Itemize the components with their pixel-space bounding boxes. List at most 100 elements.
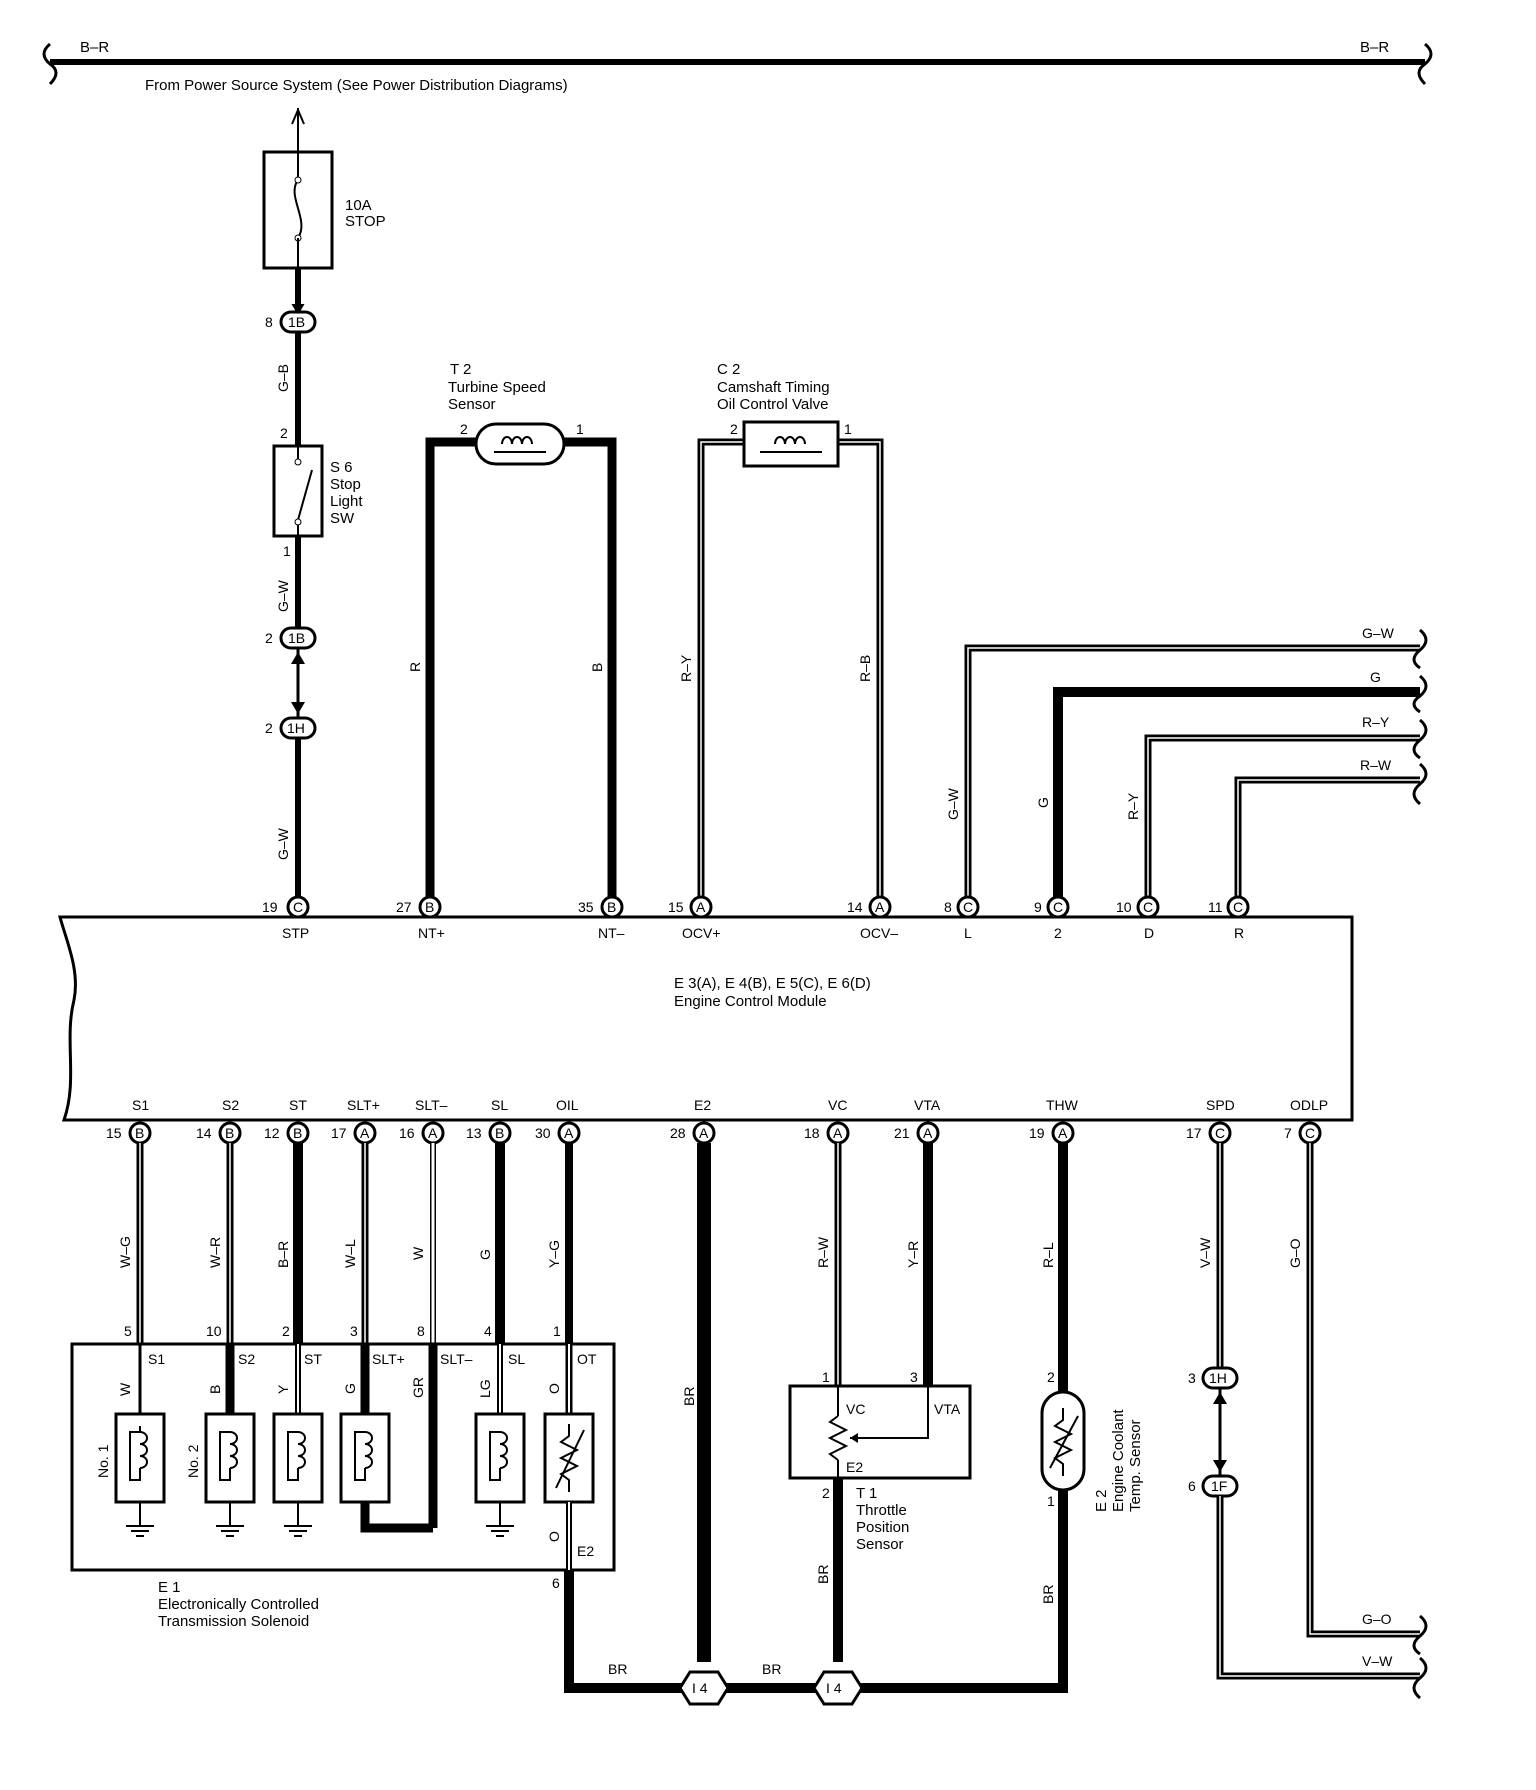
coolant-code: E 2 <box>1093 1489 1110 1512</box>
switch-line1: Stop <box>330 476 361 493</box>
tps-pin-1: 1 <box>822 1369 830 1385</box>
sol-e2-term: E2 <box>577 1543 594 1559</box>
wire-y-g: Y–G <box>546 1240 562 1268</box>
ecm-pin-sl-num: 13 <box>466 1125 482 1141</box>
solenoid-slt <box>339 1412 391 1504</box>
ecm-pin-st-term: ST <box>289 1097 307 1113</box>
ecm-pin-stp-term: STP <box>282 925 309 941</box>
tps-e2: E2 <box>846 1459 863 1475</box>
pin-2a: 2 <box>280 425 288 441</box>
right-wire-g-w: G–W <box>1362 625 1395 641</box>
ecm-pin-e2-conn: A <box>699 1125 709 1141</box>
camshaft-valve: C 2 Camshaft Timing Oil Control Valve 2 … <box>678 361 884 898</box>
tps-vc: VC <box>846 1401 865 1417</box>
ecm-pin-sl-term: SL <box>491 1097 508 1113</box>
coolant-temp-sensor: R–L 2 1 E 2 Engine Coolant Temp. Sensor <box>1040 1143 1144 1512</box>
ecm-pin-e2-num: 28 <box>670 1125 686 1141</box>
ecm-pin-odlp-num: 7 <box>1284 1125 1292 1141</box>
pin-2b: 2 <box>265 630 273 646</box>
stop-circuit: 10A STOP 1B 8 G–B 2 S 6 Stop Light SW 1 … <box>262 107 386 898</box>
sol-wire-w: W <box>117 1382 133 1396</box>
ground-br-5: BR <box>1040 1585 1056 1604</box>
connector-1b-label: 1B <box>288 314 305 330</box>
tps-vta: VTA <box>934 1401 961 1417</box>
ecm-pin-s2-term: S2 <box>222 1097 239 1113</box>
coolant-line2: Temp. Sensor <box>1127 1419 1144 1512</box>
coil-icon <box>139 1431 148 1469</box>
cam-valve-body <box>742 420 840 468</box>
ecm-pin-sltp-term: SLT+ <box>347 1097 380 1113</box>
tps-code: T 1 <box>856 1485 877 1502</box>
ecm-pin-d-num: 10 <box>1116 899 1132 915</box>
ecm-pin-d-term: D <box>1144 925 1154 941</box>
ecm-pin-sltp-num: 17 <box>331 1125 347 1141</box>
junction-i4-b: I 4 <box>812 1670 864 1706</box>
wire-r-y: R–Y <box>678 654 694 682</box>
junction-i4-a: I 4 <box>678 1670 730 1706</box>
wire-r-l: R–L <box>1040 1242 1056 1268</box>
ecm-pin-r-conn: C <box>1233 899 1243 915</box>
solenoid-no2: No. 2 <box>185 1412 256 1537</box>
ecm-pin-oil-term: OIL <box>556 1097 579 1113</box>
turbine-pin-2: 2 <box>460 421 468 437</box>
sol-pin-1: 1 <box>553 1323 561 1339</box>
ecm-pin-2-conn: C <box>1053 899 1063 915</box>
ground-wiring: BR BR BR BR BR I 4 I 4 <box>564 1143 1068 1706</box>
potentiometer-icon <box>827 1415 849 1461</box>
coolant-pin-1: 1 <box>1047 1493 1055 1509</box>
wire-r-b: R–B <box>857 655 873 682</box>
coil-icon <box>774 436 806 445</box>
coolant-pin-2: 2 <box>1047 1369 1055 1385</box>
ecm-pin-odlp: C7 ODLP <box>1284 1097 1328 1145</box>
ecm-pin-vta-num: 21 <box>894 1125 910 1141</box>
wire-r-w: R–W <box>815 1236 831 1268</box>
wire-g-b: G–B <box>275 364 291 392</box>
ecm-pin-ntm-term: NT– <box>598 925 625 941</box>
ecm-pin-ntm-num: 35 <box>578 899 594 915</box>
solenoid-line2: Transmission Solenoid <box>158 1613 309 1630</box>
sol-e2-pin: 6 <box>552 1575 560 1591</box>
coil-label-no1: No. 1 <box>95 1444 111 1478</box>
ecm-pin-vc-num: 18 <box>804 1125 820 1141</box>
cam-pin-1: 1 <box>844 421 852 437</box>
ecm-pin-vta-conn: A <box>923 1125 933 1141</box>
turbine-line2: Sensor <box>448 396 496 413</box>
ground-br-3: BR <box>681 1387 697 1406</box>
turbine-sensor-body <box>474 422 566 466</box>
wire-r: R <box>407 662 423 672</box>
coolant-line1: Engine Coolant <box>1110 1409 1127 1512</box>
tps-line2: Position <box>856 1519 909 1536</box>
junction-i4-a-label: I 4 <box>692 1680 708 1696</box>
turbine-line1: Turbine Speed <box>448 379 546 396</box>
ecm-pin-odlp-term: ODLP <box>1290 1097 1328 1113</box>
ecm-pin-odlp-conn: C <box>1305 1125 1315 1141</box>
ecm-pin-thw-conn: A <box>1058 1125 1068 1141</box>
ecm-pin-ocvp-conn: A <box>696 899 706 915</box>
sol-pin-3: 3 <box>350 1323 358 1339</box>
ecm-pin-sltp-conn: A <box>360 1125 370 1141</box>
wire-g-2: G <box>1035 797 1051 808</box>
ecm-pin-ocvm-term: OCV– <box>860 925 898 941</box>
sol-term-sl: SL <box>508 1351 525 1367</box>
sol-pin-8: 8 <box>417 1323 425 1339</box>
ecm-pin-r-num: 11 <box>1208 899 1223 915</box>
wire-r-y-d: R–Y <box>1125 792 1141 820</box>
ecm-pin-2-term: 2 <box>1054 925 1062 941</box>
ground-br-2: BR <box>762 1661 781 1677</box>
wire-g: G <box>477 1249 493 1260</box>
ecm-pin-ntp-num: 27 <box>396 899 412 915</box>
ecm-pin-spd-term: SPD <box>1206 1097 1235 1113</box>
ecm-pin-sltm-term: SLT– <box>415 1097 448 1113</box>
sol-pin-5: 5 <box>124 1323 132 1339</box>
